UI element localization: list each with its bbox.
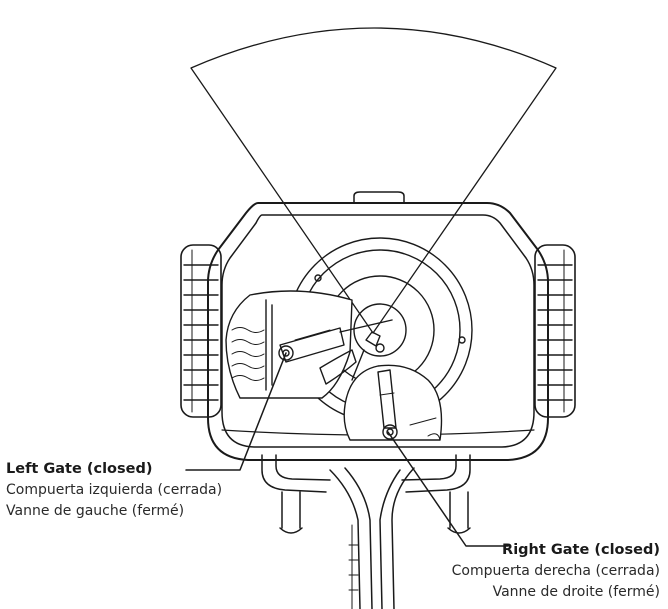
left-gate-callout: Left Gate (closed) Compuerta izquierda (… [6, 459, 222, 522]
right-gate-spanish: Compuerta derecha (cerrada) [451, 563, 660, 579]
right-gate-callout: Right Gate (closed) Compuerta derecha (c… [452, 540, 660, 603]
right-gate-leader-line [387, 431, 509, 547]
gate-linkage [351, 331, 385, 381]
hopper [207, 191, 549, 461]
handle-frame [261, 454, 471, 609]
left-gate-spanish: Compuerta izquierda (cerrada) [6, 482, 223, 498]
left-gate-french: Vanne de gauche (fermé) [6, 503, 185, 519]
right-gate-inset [343, 364, 443, 441]
left-tire [180, 244, 222, 418]
left-gate-leader-line [185, 352, 287, 471]
right-tire [534, 244, 576, 418]
left-gate-inset [225, 290, 393, 399]
spread-pattern-fan [190, 27, 557, 334]
right-gate-title: Right Gate (closed) [502, 542, 660, 558]
right-gate-french: Vanne de droite (fermé) [492, 584, 660, 600]
left-gate-title: Left Gate (closed) [6, 461, 153, 477]
